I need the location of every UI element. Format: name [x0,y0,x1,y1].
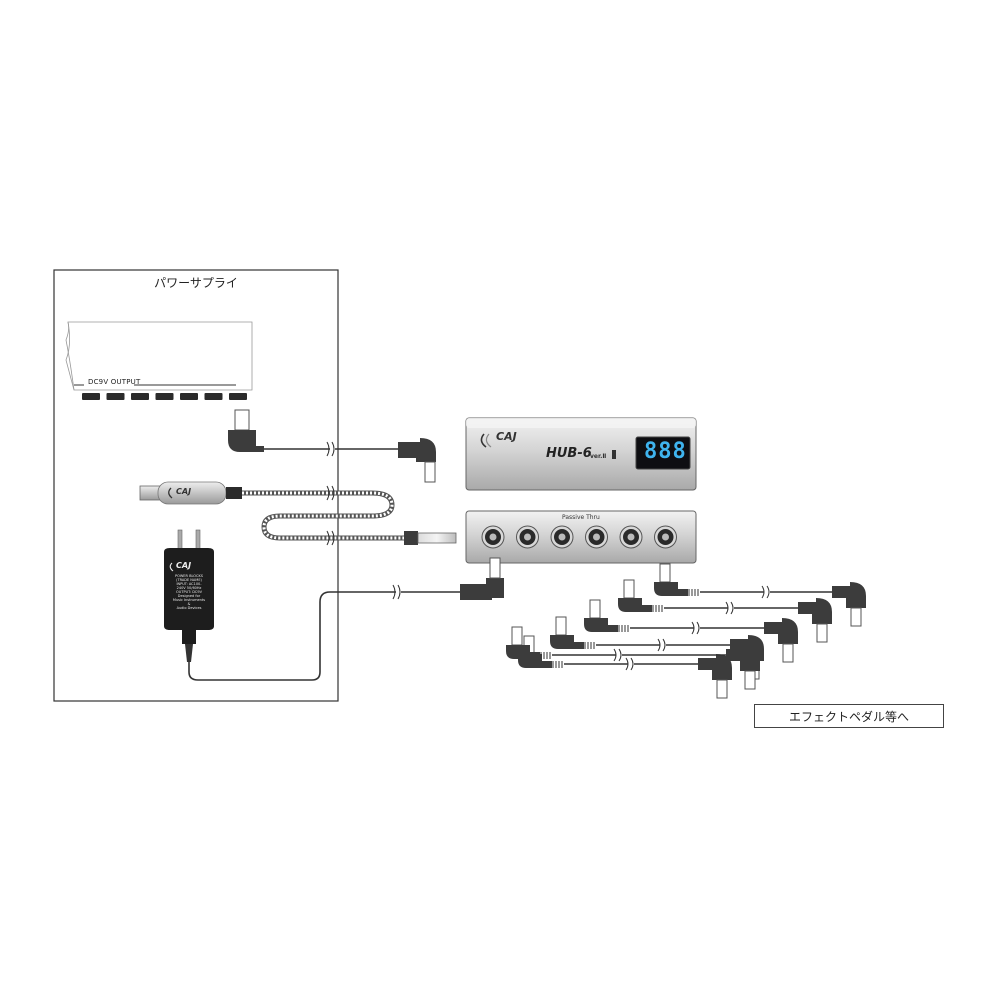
pedal-dc-cables [506,563,866,699]
destination-label: エフェクトペダル等へ [754,704,944,728]
dc-output-jack [106,393,125,400]
pedal-dc-cable [584,599,798,663]
adapter-brand: CAJ [176,561,192,570]
usb-cable [139,481,404,546]
power-supply-title: パワーサプライ [154,276,238,290]
psu-to-hub-cable [228,409,436,483]
pedal-dc-cable [506,626,760,690]
hub-display-window [635,436,691,470]
hub-version-label: ver.Ⅱ [590,453,607,460]
passive-thru-unit [404,510,697,564]
output-jack [619,525,643,549]
dc-output-label: DC9V OUTPUT [88,378,141,386]
dc-output-jacks [82,393,247,400]
output-jack [481,525,505,549]
ac-adapter [164,529,214,662]
dc-output-jack [82,393,100,400]
hub-brand-logo: CAJ [496,430,517,443]
usb-cable-brand: CAJ [176,487,192,496]
dc-output-jack [229,393,247,400]
output-jack [585,525,608,549]
output-jack [654,525,677,549]
dc-output-jack [180,393,198,400]
adapter-to-hub-cable [188,557,504,681]
hub-display-readout: 888 [644,439,687,464]
output-jack [550,525,574,549]
power-supply-unit [65,321,253,400]
output-jacks [481,525,677,549]
pedal-dc-cable [654,563,866,627]
power-supply-frame [53,269,339,702]
hub-model-label: HUB-6 [546,446,592,461]
dc-output-jack [204,393,223,400]
adapter-spec-text: POWER BLOCKS (TRADE NAME) INPUT: AC100-2… [172,574,206,610]
passive-thru-label: Passive Thru [562,514,600,521]
output-jack [516,525,539,549]
dc-output-jack [155,393,174,400]
dc-output-jack [131,393,149,400]
hub-6-unit [465,417,697,491]
pedal-dc-cable [618,579,832,643]
